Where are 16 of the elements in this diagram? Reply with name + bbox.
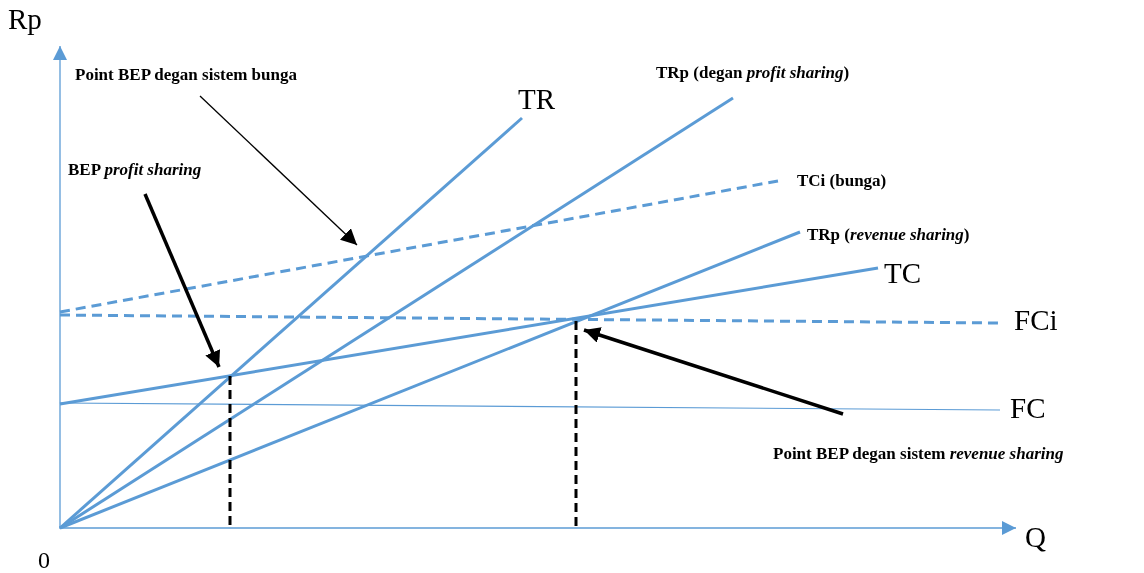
curve-label: TCi (bunga) — [797, 172, 887, 191]
leader-arrow — [583, 327, 844, 416]
callout-text: Point BEP degan sistem revenue sharing — [773, 445, 1064, 464]
axis-label: Rp — [8, 4, 42, 36]
curve-label: FCi — [1014, 305, 1058, 337]
curve-label: TC — [884, 258, 922, 290]
curve-label: FC — [1010, 393, 1046, 425]
callout-text: BEP profit sharing — [68, 161, 202, 180]
origin-label: 0 — [38, 547, 50, 573]
curve-label: TRp (degan profit sharing) — [656, 64, 850, 83]
callout-text: Point BEP degan sistem bunga — [75, 66, 297, 85]
leader-arrow — [143, 193, 221, 368]
curve-label: TR — [518, 84, 556, 116]
axis-label: Q — [1025, 522, 1046, 554]
leader-arrow — [199, 95, 358, 246]
curve-label: TRp (revenue sharing) — [807, 226, 970, 245]
